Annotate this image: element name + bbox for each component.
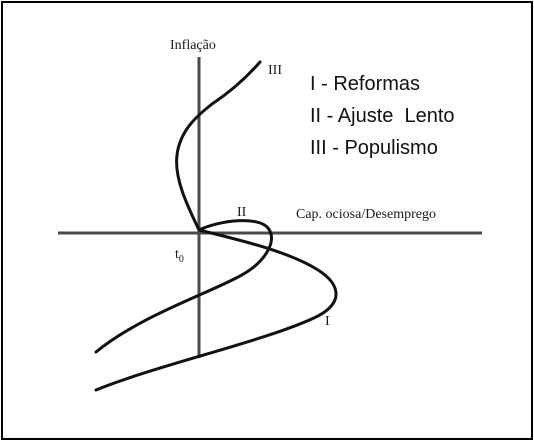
- y-axis-label: Inflação: [170, 38, 216, 53]
- legend-item-populismo: III - Populismo: [310, 137, 438, 159]
- origin-label-main: t: [175, 247, 179, 262]
- curve-i-label: I: [325, 314, 330, 329]
- curve-i-reformas: [94, 228, 338, 392]
- origin-label: t0: [175, 247, 184, 265]
- x-axis-label: Cap. ociosa/Desemprego: [296, 207, 436, 222]
- legend-item-ajuste-lento: II - Ajuste Lento: [310, 105, 455, 127]
- curve-iii-populismo: [175, 60, 262, 232]
- legend-item-reformas: I - Reformas: [310, 73, 420, 95]
- curve-ii-ajuste-lento: [94, 219, 273, 354]
- origin-label-subscript: 0: [179, 254, 184, 265]
- curve-ii-label: II: [237, 205, 247, 220]
- curve-iii-label: III: [268, 63, 282, 78]
- legend: I - Reformas II - Ajuste Lento III - Pop…: [310, 73, 455, 159]
